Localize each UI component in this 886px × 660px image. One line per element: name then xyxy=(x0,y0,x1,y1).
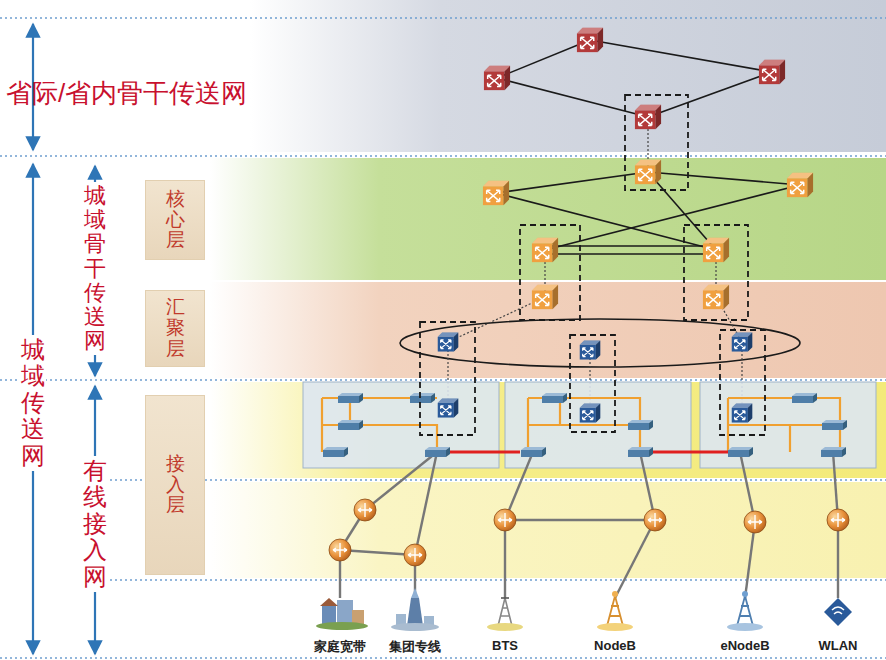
access-type-label: NodeB xyxy=(594,638,636,653)
layer-box: 核心层 xyxy=(145,180,205,260)
layer-box: 汇聚层 xyxy=(145,290,205,367)
network-scope-label: 有线接入网 xyxy=(82,456,108,592)
layer-name: 核心层 xyxy=(166,189,185,252)
layer-name: 汇聚层 xyxy=(166,297,185,360)
access-type-label: eNodeB xyxy=(720,638,769,653)
layer-box: 接入层 xyxy=(145,395,205,575)
access-type-label: 集团专线 xyxy=(389,638,441,656)
access-type-label: BTS xyxy=(492,638,518,653)
access-type-label: WLAN xyxy=(819,638,858,653)
network-scope-label: 省际/省内骨干传送网 xyxy=(6,76,247,111)
network-scope-label: 城域传送网 xyxy=(20,335,46,471)
layer-name: 接入层 xyxy=(166,454,185,517)
network-scope-label: 城域骨干传送网 xyxy=(83,182,107,355)
access-type-label: 家庭宽带 xyxy=(314,638,366,656)
